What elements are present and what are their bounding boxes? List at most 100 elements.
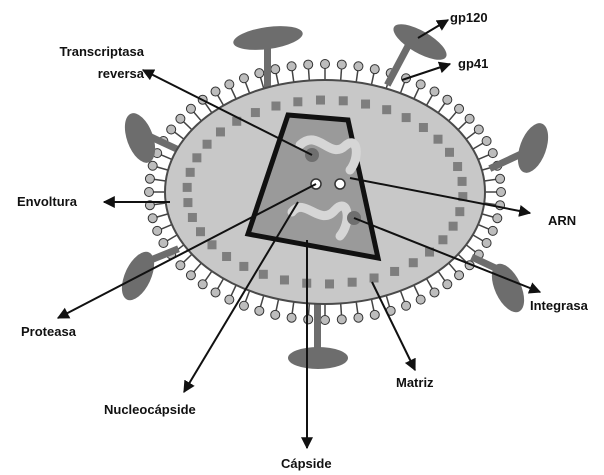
phospholipid bbox=[255, 69, 264, 89]
glycoprotein-spike bbox=[288, 300, 348, 369]
phospholipid bbox=[438, 95, 452, 113]
matrix-protein-square bbox=[188, 213, 197, 222]
matrix-protein-square bbox=[390, 267, 399, 276]
phospholipid bbox=[427, 87, 439, 105]
matrix-protein-square bbox=[402, 113, 411, 122]
label-proteasa: Proteasa bbox=[21, 324, 76, 339]
matrix-protein-square bbox=[186, 168, 195, 177]
label-capside: Cápside bbox=[281, 456, 332, 471]
phospholipid bbox=[482, 214, 502, 223]
phospholipid bbox=[354, 62, 363, 82]
phospholipid bbox=[485, 188, 506, 197]
phospholipid bbox=[211, 279, 223, 297]
phospholipid bbox=[211, 87, 223, 105]
phospholipid bbox=[449, 263, 464, 280]
phospholipid bbox=[414, 285, 425, 304]
phospholipid bbox=[321, 60, 330, 81]
matrix-protein-square bbox=[455, 207, 464, 216]
phospholipid bbox=[466, 125, 483, 139]
matrix-protein-square bbox=[438, 235, 447, 244]
phospholipid bbox=[225, 285, 236, 304]
phospholipid bbox=[239, 74, 249, 93]
label-envoltura: Envoltura bbox=[17, 194, 77, 209]
matrix-protein-square bbox=[339, 96, 348, 105]
phospholipid bbox=[145, 174, 165, 183]
arrow-matriz bbox=[372, 282, 415, 370]
phospholipid bbox=[478, 149, 497, 160]
matrix-protein-square bbox=[222, 252, 231, 261]
matrix-protein-square bbox=[293, 97, 302, 106]
phospholipid bbox=[271, 65, 280, 85]
label-matriz: Matriz bbox=[396, 375, 434, 390]
matrix-protein-square bbox=[325, 279, 334, 288]
phospholipid bbox=[153, 149, 172, 160]
matrix-protein-square bbox=[183, 183, 192, 192]
label-nucleocapside: Nucleocápside bbox=[104, 402, 196, 417]
phospholipid bbox=[167, 125, 184, 139]
phospholipid bbox=[186, 104, 201, 121]
matrix-protein-square bbox=[458, 177, 467, 186]
matrix-protein-square bbox=[382, 105, 391, 114]
matrix-protein-square bbox=[348, 278, 357, 287]
phospholipid bbox=[239, 291, 249, 310]
label-arn: ARN bbox=[548, 213, 576, 228]
matrix-protein-square bbox=[203, 140, 212, 149]
phospholipid bbox=[370, 65, 379, 85]
protease-molecule bbox=[335, 179, 345, 189]
matrix-protein-square bbox=[409, 258, 418, 267]
arrow-gp120 bbox=[418, 20, 448, 38]
label-gp41: gp41 bbox=[458, 56, 488, 71]
matrix-protein-square bbox=[434, 135, 443, 144]
phospholipid bbox=[414, 80, 425, 99]
phospholipid bbox=[354, 302, 363, 322]
phospholipid bbox=[473, 136, 491, 149]
phospholipid bbox=[337, 303, 346, 323]
matrix-protein-square bbox=[207, 240, 216, 249]
label-integrasa: Integrasa bbox=[530, 298, 588, 313]
matrix-protein-square bbox=[361, 100, 370, 109]
matrix-protein-square bbox=[280, 275, 289, 284]
label-gp120: gp120 bbox=[450, 10, 488, 25]
phospholipid bbox=[287, 302, 296, 322]
phospholipid bbox=[473, 235, 491, 248]
phospholipid bbox=[153, 225, 172, 236]
matrix-protein-square bbox=[183, 198, 192, 207]
phospholipid bbox=[427, 279, 439, 297]
glycoprotein-spike bbox=[488, 119, 554, 177]
phospholipid bbox=[304, 303, 313, 323]
matrix-protein-square bbox=[251, 108, 260, 117]
phospholipid bbox=[176, 114, 192, 130]
phospholipid bbox=[484, 174, 504, 183]
phospholipid bbox=[255, 295, 264, 315]
phospholipid bbox=[449, 104, 464, 121]
label-transcriptasa-reversa-line2: reversa bbox=[98, 66, 144, 81]
phospholipid bbox=[370, 299, 379, 319]
matrix-protein-square bbox=[196, 227, 205, 236]
matrix-protein-square bbox=[445, 148, 454, 157]
matrix-protein-square bbox=[192, 153, 201, 162]
phospholipid bbox=[321, 304, 330, 325]
phospholipid bbox=[198, 271, 212, 289]
phospholipid bbox=[438, 271, 452, 289]
phospholipid bbox=[148, 214, 168, 223]
phospholipid bbox=[458, 114, 474, 130]
phospholipid bbox=[400, 291, 410, 310]
phospholipid bbox=[304, 60, 313, 80]
glycoprotein-spike bbox=[384, 17, 451, 86]
phospholipid bbox=[148, 161, 168, 170]
matrix-protein-square bbox=[271, 102, 280, 111]
matrix-protein-square bbox=[259, 270, 268, 279]
phospholipid bbox=[478, 225, 497, 236]
matrix-protein-square bbox=[316, 96, 325, 105]
matrix-protein-square bbox=[239, 262, 248, 271]
arrow-gp41 bbox=[402, 64, 450, 80]
phospholipid bbox=[287, 62, 296, 82]
label-transcriptasa-reversa-line1: Transcriptasa bbox=[59, 44, 144, 59]
matrix-protein-square bbox=[419, 123, 428, 132]
phospholipid bbox=[271, 299, 280, 319]
matrix-protein-square bbox=[449, 222, 458, 231]
phospholipid bbox=[225, 80, 236, 99]
matrix-protein-square bbox=[370, 273, 379, 282]
matrix-protein-square bbox=[453, 162, 462, 171]
